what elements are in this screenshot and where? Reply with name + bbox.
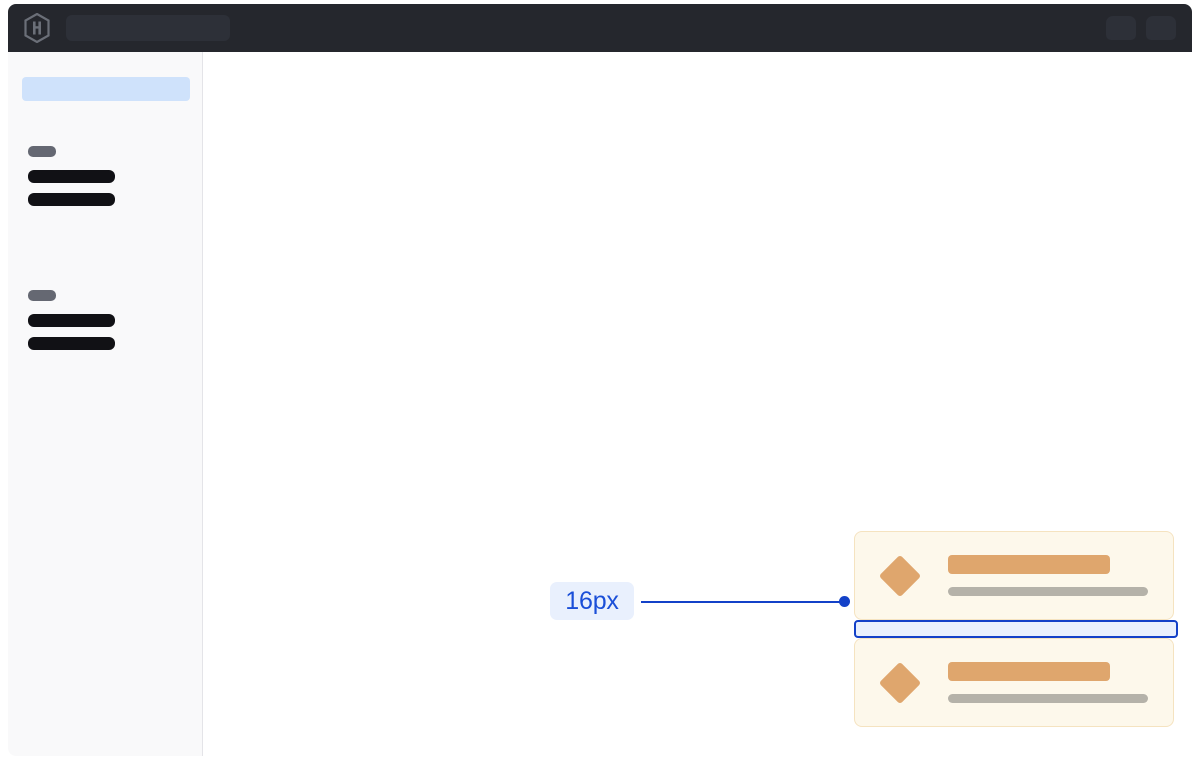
- spacing-leader-dot: [839, 596, 850, 607]
- sidebar-item-1-0[interactable]: [28, 314, 115, 327]
- search-input[interactable]: [66, 15, 230, 41]
- sidebar-group-label-0: [28, 146, 56, 157]
- app-body: 16px: [8, 52, 1192, 756]
- sidebar-active-item[interactable]: [22, 77, 190, 101]
- design-canvas: 16px: [203, 52, 1192, 756]
- sidebar-item-0-1[interactable]: [28, 193, 115, 206]
- preview-card-bottom-wrapper: [854, 638, 1174, 727]
- topbar-right-actions: [1106, 16, 1176, 40]
- card-text-block: [948, 555, 1148, 596]
- diamond-icon: [878, 661, 922, 704]
- topbar-chip-1[interactable]: [1106, 16, 1136, 40]
- spacing-gap-highlight[interactable]: [854, 620, 1178, 638]
- spacing-leader-line: [641, 601, 844, 603]
- card-subtitle-bar: [948, 694, 1148, 703]
- card-title-bar: [948, 662, 1110, 681]
- topbar-chip-2[interactable]: [1146, 16, 1176, 40]
- spacing-value-badge: 16px: [550, 582, 634, 620]
- preview-card-stack: [854, 531, 1178, 727]
- card-subtitle-bar: [948, 587, 1148, 596]
- diamond-icon: [878, 554, 922, 597]
- card-text-block: [948, 662, 1148, 703]
- hashicorp-hexagon-logo-icon[interactable]: [24, 13, 50, 43]
- card-title-bar: [948, 555, 1110, 574]
- sidebar-group-label-1: [28, 290, 56, 301]
- sidebar-item-1-1[interactable]: [28, 337, 115, 350]
- preview-card-bottom[interactable]: [854, 638, 1174, 727]
- sidebar-item-0-0[interactable]: [28, 170, 115, 183]
- top-navigation-bar: [8, 4, 1192, 52]
- preview-card-top[interactable]: [854, 531, 1174, 620]
- sidebar-group-1: [28, 290, 115, 360]
- sidebar: [8, 52, 219, 756]
- sidebar-group-0: [28, 146, 115, 216]
